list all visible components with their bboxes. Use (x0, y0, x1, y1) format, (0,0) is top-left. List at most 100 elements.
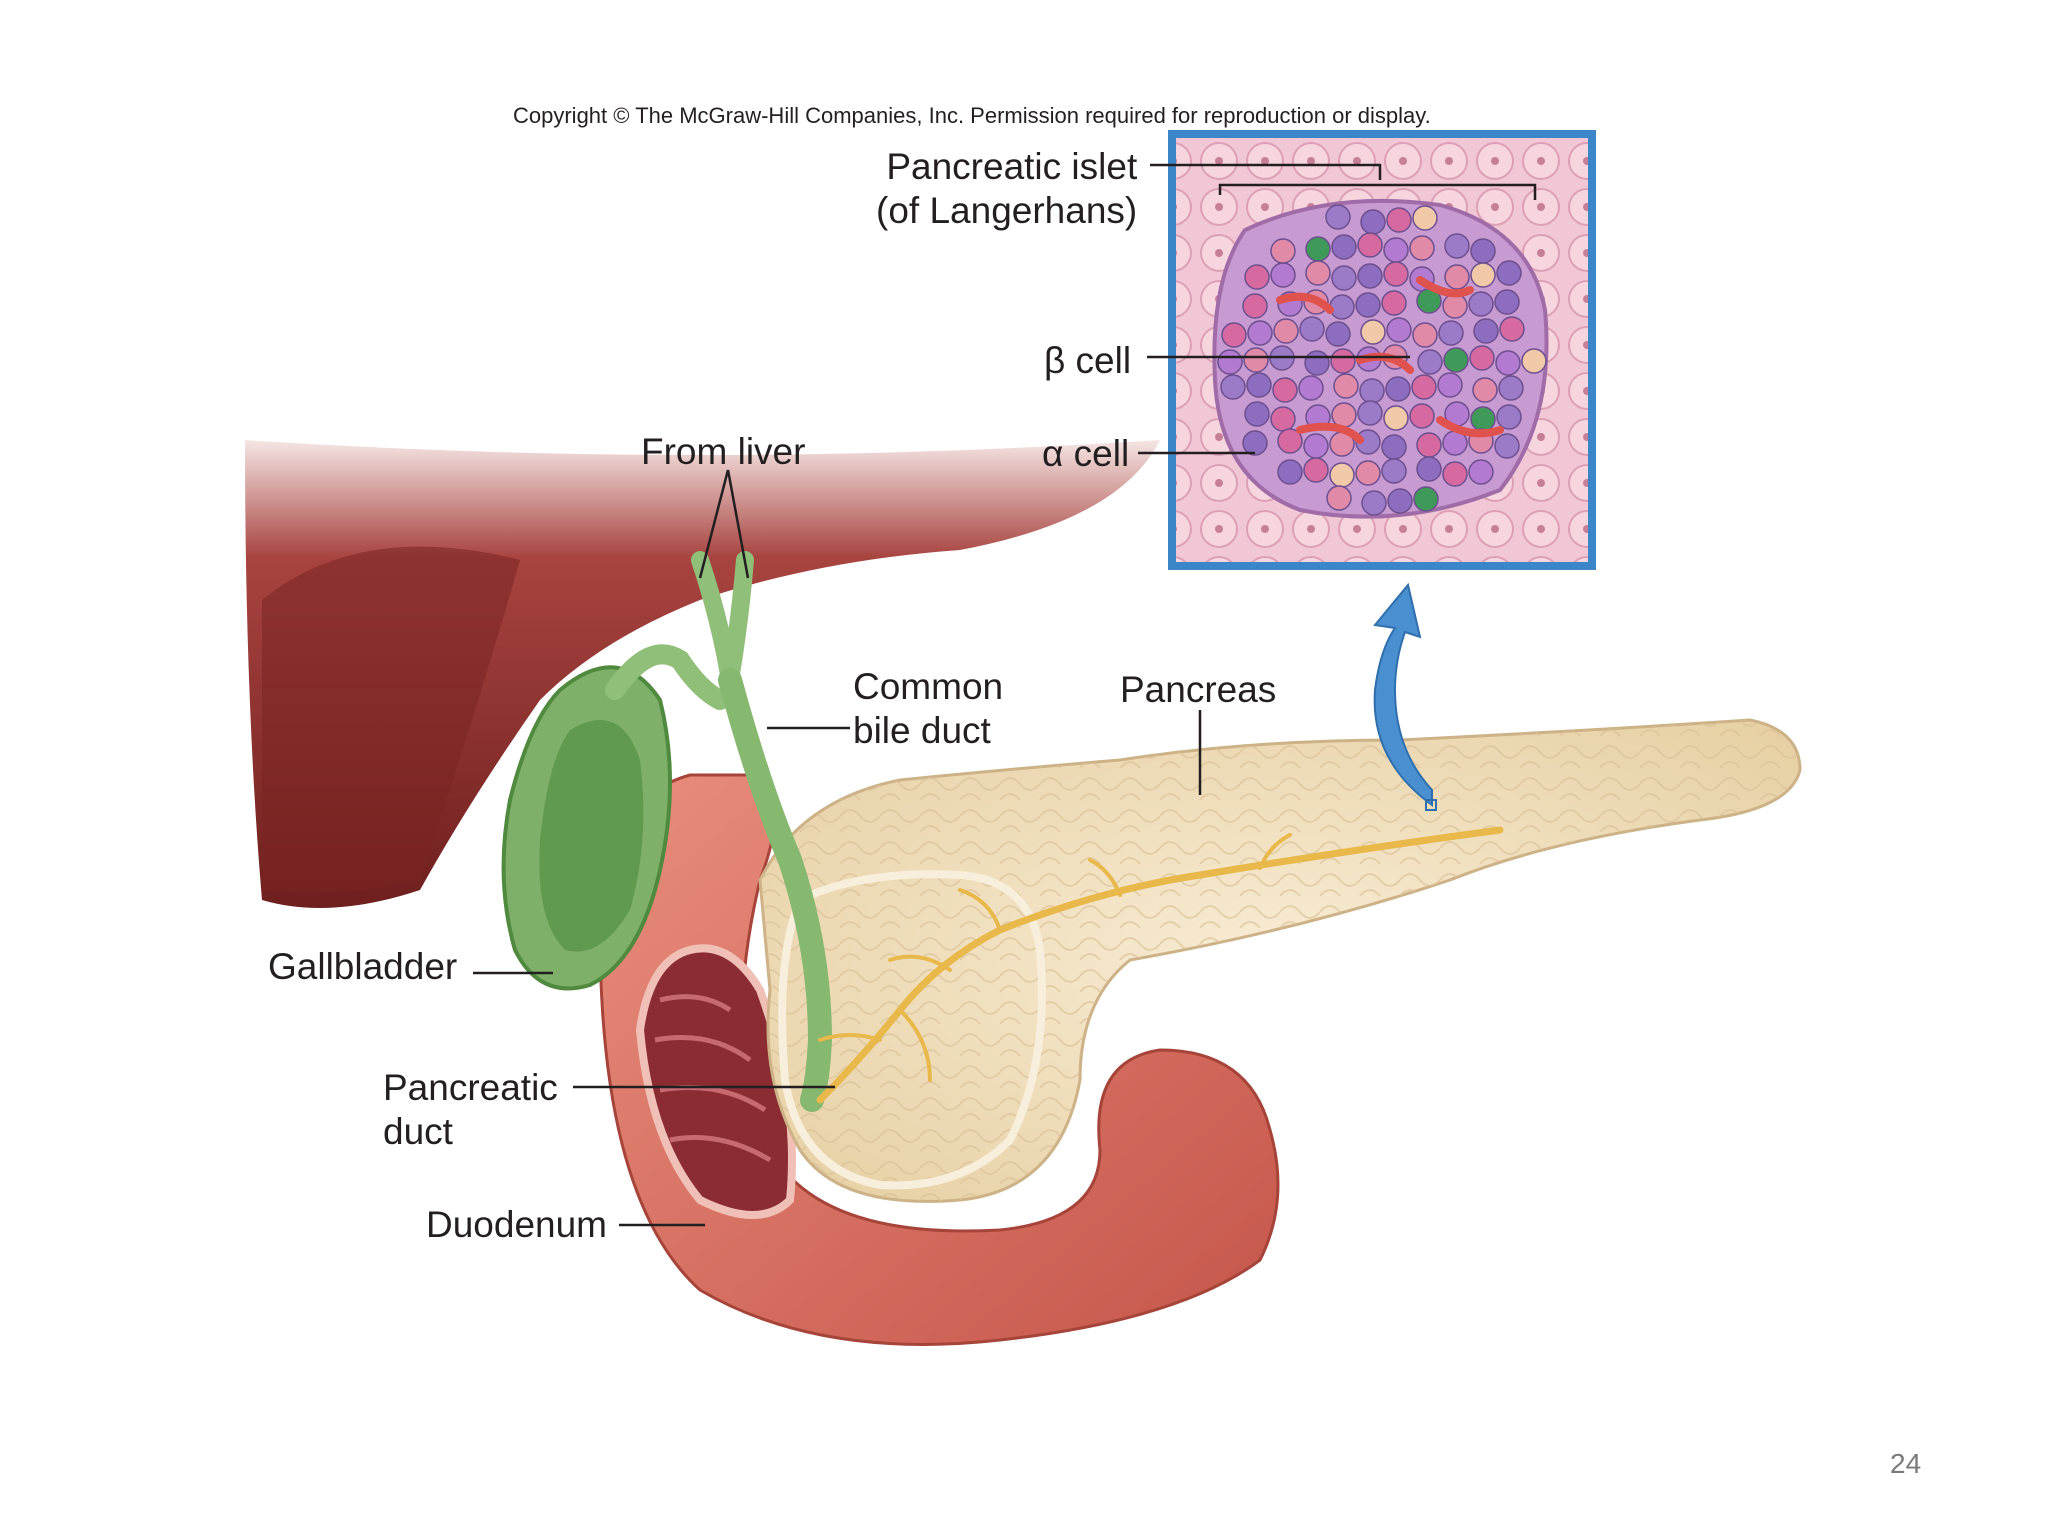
capillary (1296, 422, 1364, 444)
label-islet-line2: (of Langerhans) (876, 190, 1138, 231)
islet-cell (1409, 235, 1435, 261)
label-pancreatic-duct: Pancreatic duct (383, 1066, 558, 1154)
label-pancreatic-duct-line1: Pancreatic (383, 1067, 558, 1108)
islet-cell (1438, 320, 1464, 346)
islet-cell (1498, 375, 1524, 401)
label-duodenum: Duodenum (426, 1204, 608, 1245)
inset-border (1168, 130, 1596, 570)
islet-cell (1303, 433, 1329, 459)
duodenum-folds (654, 994, 772, 1163)
magnify-arrow (1373, 582, 1433, 807)
islet-cell (1357, 263, 1383, 289)
page-number: 24 (1890, 1448, 1922, 1479)
islet-cell (1355, 460, 1381, 486)
label-alpha-cell: α cell (1042, 433, 1130, 474)
islet-cell (1416, 432, 1442, 458)
islet-cell (1277, 428, 1303, 454)
islet-cell (1270, 406, 1296, 432)
islet-cell (1247, 320, 1273, 346)
islet-cell (1329, 462, 1355, 488)
islet-cell (1243, 347, 1269, 373)
islet-cell (1217, 349, 1243, 375)
islet-cell (1333, 373, 1359, 399)
islet-cell (1496, 404, 1522, 430)
islet-cell (1468, 459, 1494, 485)
islet-cell (1387, 488, 1413, 514)
islet-cell (1499, 316, 1525, 342)
label-pancreatic-islet: Pancreatic islet (of Langerhans) (876, 145, 1137, 233)
islet-cell (1357, 400, 1383, 426)
islet-cell (1470, 406, 1496, 432)
islet-cell (1357, 232, 1383, 258)
capillary (1436, 416, 1504, 438)
islet-cell (1360, 319, 1386, 345)
islet-cell (1385, 376, 1411, 402)
islet-cell (1304, 350, 1330, 376)
islet-cell (1521, 348, 1547, 374)
islet-cell (1325, 204, 1351, 230)
label-beta-cell: β cell (1044, 340, 1132, 381)
islet-cell (1442, 461, 1468, 487)
islet-cell (1383, 237, 1409, 263)
islet-cell (1472, 377, 1498, 403)
label-common-bile-line1: Common (853, 666, 1004, 707)
islet-cell (1383, 405, 1409, 431)
pancreas-lobule-texture (760, 720, 1800, 1202)
islet-cell (1411, 374, 1437, 400)
islet-cell (1355, 292, 1381, 318)
islet-cell (1331, 402, 1357, 428)
islet-cell (1270, 262, 1296, 288)
islet-cell (1442, 293, 1468, 319)
liver-shadow (262, 546, 520, 894)
islet-cell (1330, 348, 1356, 374)
islet-cell (1470, 262, 1496, 288)
islet-cell (1242, 430, 1268, 456)
copyright-notice: Copyright © The McGraw-Hill Companies, I… (513, 103, 1431, 128)
islet-cell (1417, 349, 1443, 375)
islet-cell (1244, 401, 1270, 427)
islet-cell (1221, 322, 1247, 348)
label-islet-line1: Pancreatic islet (886, 146, 1138, 187)
pancreas-head-cutaway (778, 870, 1046, 1190)
islet-cell (1443, 347, 1469, 373)
pancreatic-duct (816, 826, 1504, 1104)
islet-cell (1495, 350, 1521, 376)
islet-cell (1329, 294, 1355, 320)
islet-cell (1305, 236, 1331, 262)
islet-cell (1220, 374, 1246, 400)
gallbladder-lumen (539, 720, 644, 952)
islet-cell (1298, 375, 1324, 401)
islet-cell (1383, 261, 1409, 287)
islet-cell (1305, 260, 1331, 286)
islet-cell (1494, 433, 1520, 459)
islet-cell (1242, 293, 1268, 319)
islet-cell (1412, 322, 1438, 348)
islet-cell (1386, 207, 1412, 233)
islet-cell (1277, 459, 1303, 485)
common-bile-duct (718, 668, 833, 1112)
label-pancreatic-duct-line2: duct (383, 1111, 453, 1152)
islet-cell (1412, 205, 1438, 231)
islet-cell (1381, 458, 1407, 484)
label-common-bile-duct: Common bile duct (853, 665, 1003, 753)
islet-cell (1496, 260, 1522, 286)
islet-cell (1444, 233, 1470, 259)
islet-cell (1326, 485, 1352, 511)
islet-cell (1413, 486, 1439, 512)
islet-cell (1494, 289, 1520, 315)
islet-cell (1361, 490, 1387, 516)
islet-cell (1355, 429, 1381, 455)
leader-lines (473, 163, 1537, 1227)
islet-cell (1470, 238, 1496, 264)
label-from-liver: From liver (641, 431, 806, 472)
islet-cell (1381, 290, 1407, 316)
islet-cell (1246, 372, 1272, 398)
islet-cell (1331, 234, 1357, 260)
label-gallbladder: Gallbladder (268, 946, 458, 987)
label-pancreas: Pancreas (1120, 669, 1277, 710)
islet-cell (1244, 264, 1270, 290)
hepatic-ducts (691, 551, 754, 689)
islet-cell (1437, 372, 1463, 398)
islet-cell (1469, 345, 1495, 371)
